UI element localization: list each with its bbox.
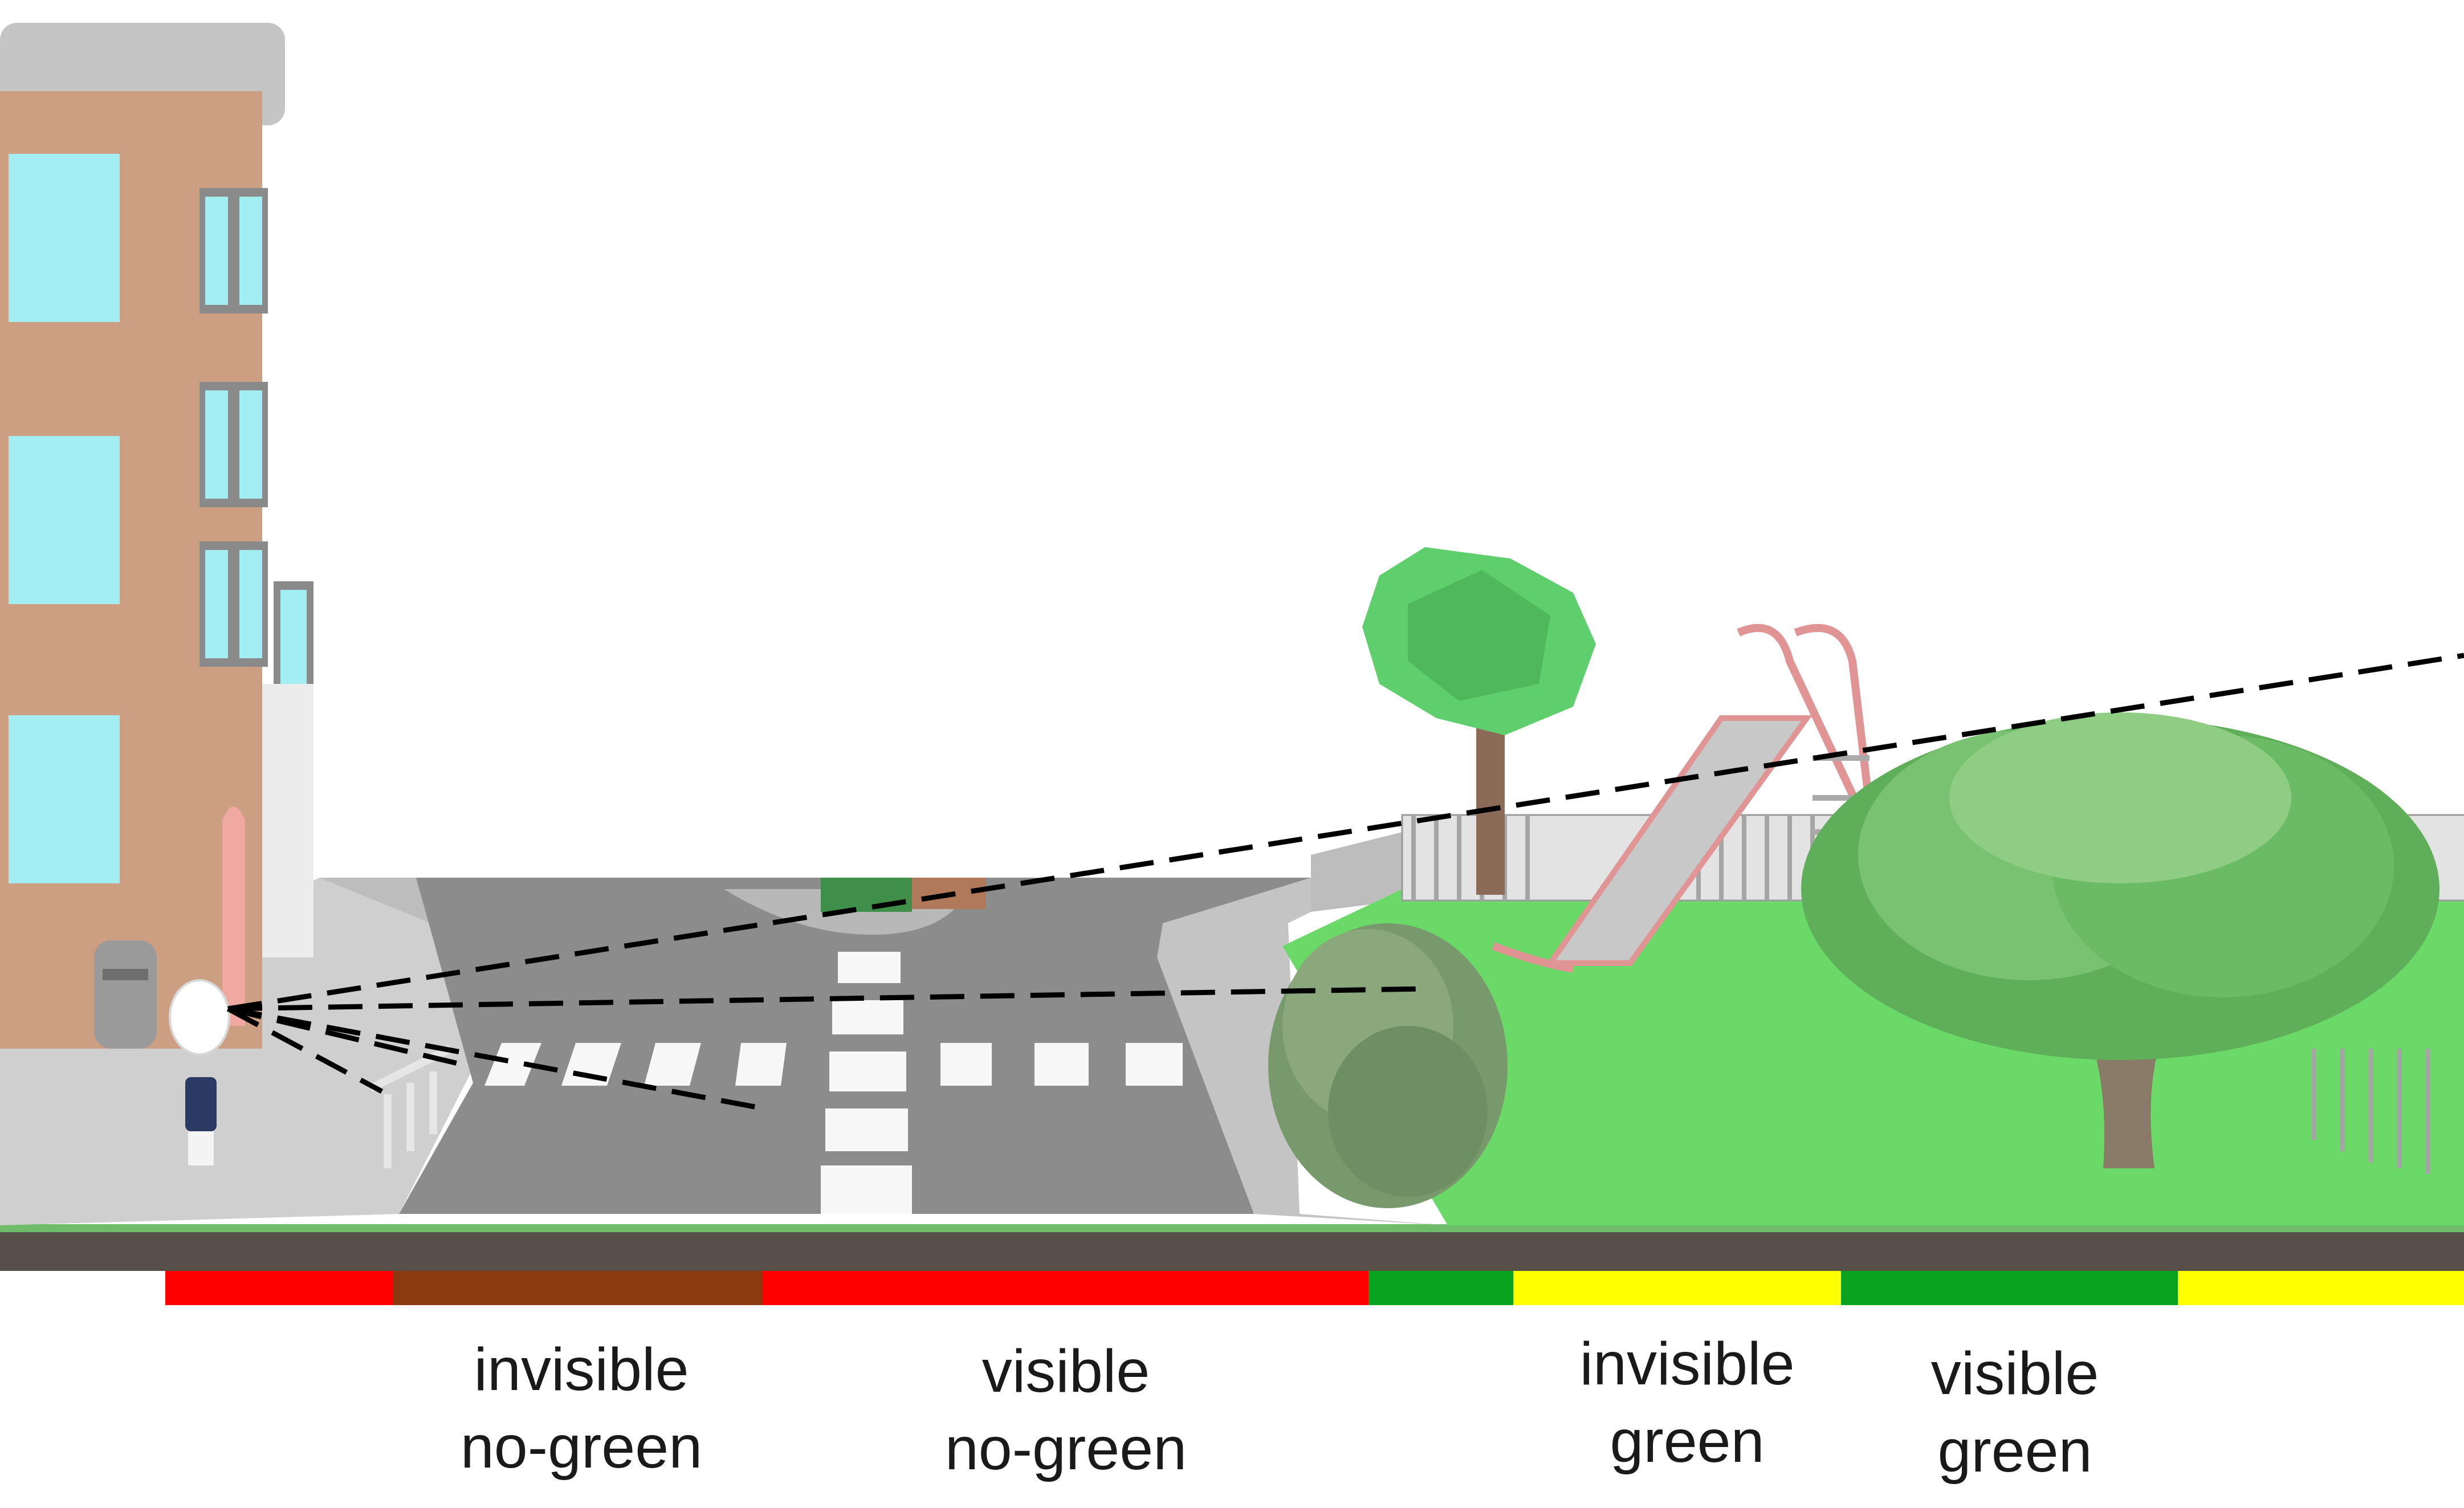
sight-lines [226,653,2464,1111]
curb-right [1311,832,1402,912]
label-line-2: no-green [460,1413,703,1481]
label-invisible-no-green: invisible no-green [382,1331,781,1486]
label-line-2: green [1937,1417,2092,1485]
label-line-1: visible [981,1338,1150,1405]
crosswalk-vertical [821,952,912,1214]
ground-edge [0,1224,2464,1232]
label-line-2: no-green [944,1415,1187,1482]
building-icon [0,23,313,1049]
right-sidewalk [1157,878,1448,1225]
mailbox-icon [94,940,157,1049]
segment-brown [393,1271,763,1305]
far-green-patch [821,878,912,912]
segment-yellow-2 [2178,1271,2464,1305]
segment-green-2 [1841,1271,2178,1305]
pedestrian-icon [169,979,230,1165]
segment-red-2 [763,1271,1369,1305]
road [399,878,1311,1214]
ground-strip [0,1231,2464,1271]
label-visible-green: visible green [1815,1335,2214,1490]
bush-icon [1268,923,1508,1208]
label-line-2: green [1610,1408,1765,1475]
big-tree-icon [1801,712,2439,1168]
left-sidewalk [0,878,570,1225]
classification-bar [165,1271,2464,1305]
tree-icon [1362,547,1596,895]
label-line-1: invisible [1579,1330,1795,1397]
segment-red-1 [165,1271,393,1305]
railing-icon [368,1045,453,1168]
segment-green-1 [1369,1271,1513,1305]
label-invisible-green: invisible green [1488,1325,1887,1480]
segment-yellow-1 [1513,1271,1841,1305]
label-line-1: invisible [474,1336,689,1403]
label-visible-no-green: visible no-green [866,1332,1265,1487]
label-line-1: visible [1931,1340,2099,1407]
